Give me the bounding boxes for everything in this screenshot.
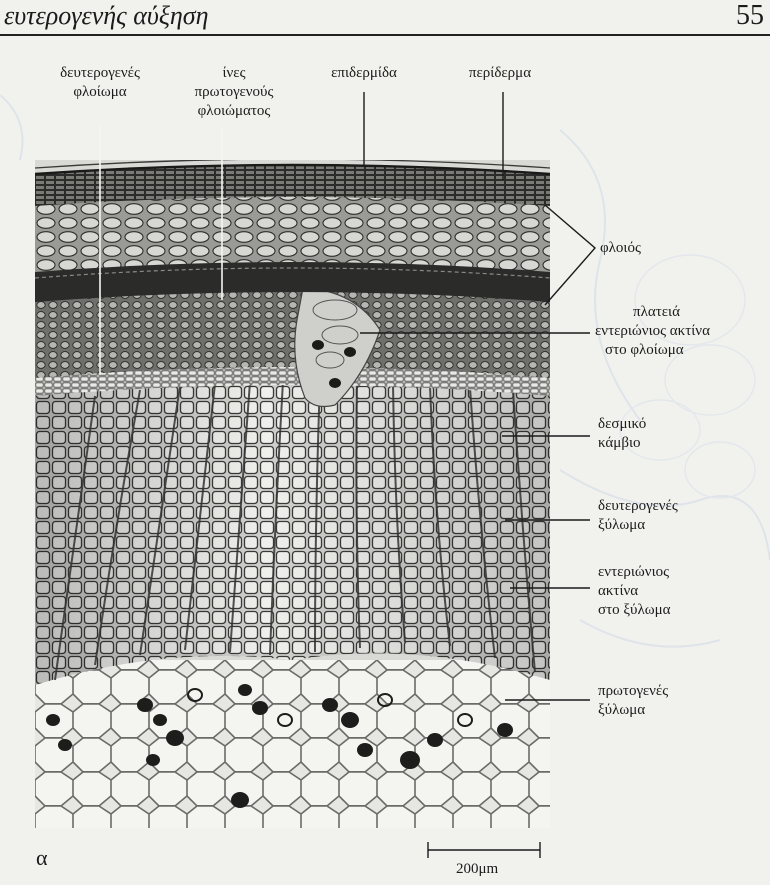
label-xylem-ray: εντεριώνιος ακτίνα στο ξύλωμα (598, 564, 671, 618)
scale-bar-label: 200μm (456, 861, 499, 877)
label-phloem-ray: πλατειά εντεριώνιος ακτίνα στο φλοίωμα (595, 304, 710, 358)
label-fascicular-cambium: δεσμικό κάμβιο (598, 416, 647, 451)
subfigure-letter: α (36, 845, 48, 870)
label-secondary-phloem: δευτερογενές φλοίωμα (60, 65, 140, 100)
page-number: 55 (736, 0, 764, 31)
label-cortex: φλοιός (600, 240, 641, 256)
label-primary-xylem: πρωτογενές ξύλωμα (598, 683, 669, 718)
page-header-title: ευτερογενής αύξηση (4, 1, 209, 30)
label-secondary-xylem: δευτερογενές ξύλωμα (598, 498, 678, 533)
header-rule (0, 34, 770, 36)
stem-cross-section-micrograph (35, 160, 550, 828)
label-periderm: περίδερμα (468, 65, 532, 81)
label-primary-phloem-fibers: ίνες πρωτογενούς φλοιώματος (194, 65, 274, 119)
label-epidermis: επιδερμίδα (331, 65, 397, 81)
